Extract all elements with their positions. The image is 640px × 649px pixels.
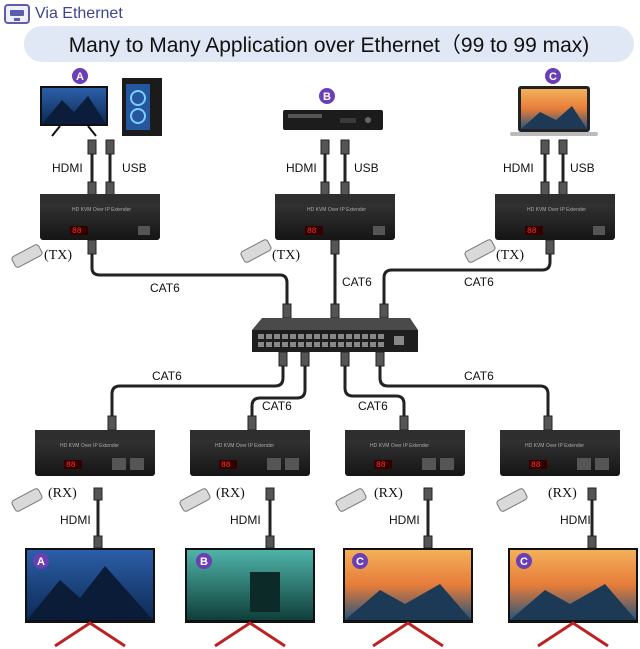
diagram-title-text: Many to Many Application over Ethernet（9… [68,34,590,57]
badge-a-display [33,553,49,569]
rx-c-display: 88 [376,461,386,470]
source-badges [33,68,561,569]
tx-extender-a [40,194,160,240]
badge-c2-display [516,553,532,569]
tx-c-caption: HD KVM Over IP Extender [527,207,586,213]
remote-icon [496,488,528,512]
rx-d-hdmi-label: HDMI [560,513,591,527]
tx-a-usb-label: USB [122,161,147,175]
tx-a-hdmi-label: HDMI [52,161,83,175]
cat6-label-rx-a: CAT6 [152,369,182,383]
badge-a-source-label: A [76,71,84,83]
tx-extender-c [495,194,615,240]
header-tag-label: Via Ethernet [35,5,123,22]
source-a-monitor [40,86,108,137]
rx-a-display: 88 [66,461,76,470]
rx-extender-a [35,430,155,476]
network-switch [252,318,418,352]
badge-b-display [196,553,212,569]
badge-b-source [319,88,335,104]
tx-c-hdmi-label: HDMI [503,161,534,175]
tx-extender-b [275,194,395,240]
rx-a-hdmi-label: HDMI [60,513,91,527]
cat6-cable [90,240,289,318]
cable-connectors [87,139,597,549]
remote-icon [179,488,211,512]
rx-d-mode-label: (RX) [548,486,577,501]
rx-a-caption: HD KVM Over IP Extender [60,443,119,449]
rx-c-hdmi-label: HDMI [389,513,420,527]
rx-a-mode-label: (RX) [48,486,77,501]
cat6-label-tx-a: CAT6 [150,281,180,295]
rx-b-mode-label: (RX) [216,486,245,501]
tx-c-display: 88 [527,227,537,236]
cat6-cable [110,352,285,430]
remote-icon [335,488,367,512]
header-tag: Via Ethernet [4,4,123,24]
cat6-label-rx-c: CAT6 [358,399,388,413]
cat6-label-rx-d: CAT6 [464,369,494,383]
source-b-player [283,110,383,130]
rx-b-hdmi-label: HDMI [230,513,261,527]
rx-b-caption: HD KVM Over IP Extender [215,443,274,449]
rx-extender-d [500,430,620,476]
remote-icon [11,244,43,268]
source-c-laptop [510,86,598,136]
rx-d-caption: HD KVM Over IP Extender [525,443,584,449]
badge-c-source [545,68,561,84]
rx-extender-b [190,430,310,476]
source-a-pc-tower [122,78,162,136]
badge-c2-display-label: C [520,556,528,568]
monitor-icon [4,4,30,24]
tx-b-display: 88 [307,227,317,236]
badge-c-display [352,553,368,569]
tx-a-display: 88 [72,227,82,236]
cat6-label-tx-c: CAT6 [464,275,494,289]
badge-a-source [72,68,88,84]
tx-c-mode-label: (TX) [496,248,524,263]
tx-b-mode-label: (TX) [272,248,300,263]
rx-d-display: 88 [531,461,541,470]
cat6-cable [382,240,552,318]
tx-b-usb-label: USB [354,161,379,175]
badge-b-source-label: B [323,91,331,103]
remote-icon [464,239,496,263]
rx-c-mode-label: (RX) [374,486,403,501]
rx-c-caption: HD KVM Over IP Extender [370,443,429,449]
tx-b-hdmi-label: HDMI [286,161,317,175]
cat6-label-tx-b: CAT6 [342,275,372,289]
tx-b-caption: HD KVM Over IP Extender [307,207,366,213]
cat6-cable [343,352,406,430]
rx-b-display: 88 [221,461,231,470]
cat6-label-rx-b: CAT6 [262,399,292,413]
tx-a-mode-label: (TX) [44,248,72,263]
rx-extender-c [345,430,465,476]
remote-icon [11,488,43,512]
cat6-cable [378,352,550,430]
badge-c-display-label: C [356,556,364,568]
badge-c-source-label: C [549,71,557,83]
badge-a-display-label: A [37,556,45,568]
tx-c-usb-label: USB [570,161,595,175]
switch-ports [258,334,404,347]
display-a [25,548,155,648]
remote-controls [11,239,528,512]
diagram-title: Many to Many Application over Ethernet（9… [24,26,634,62]
badge-b-display-label: B [200,556,208,568]
remote-icon [240,239,272,263]
display-b [185,548,315,648]
tx-a-caption: HD KVM Over IP Extender [72,207,131,213]
cat6-cable [250,352,307,430]
